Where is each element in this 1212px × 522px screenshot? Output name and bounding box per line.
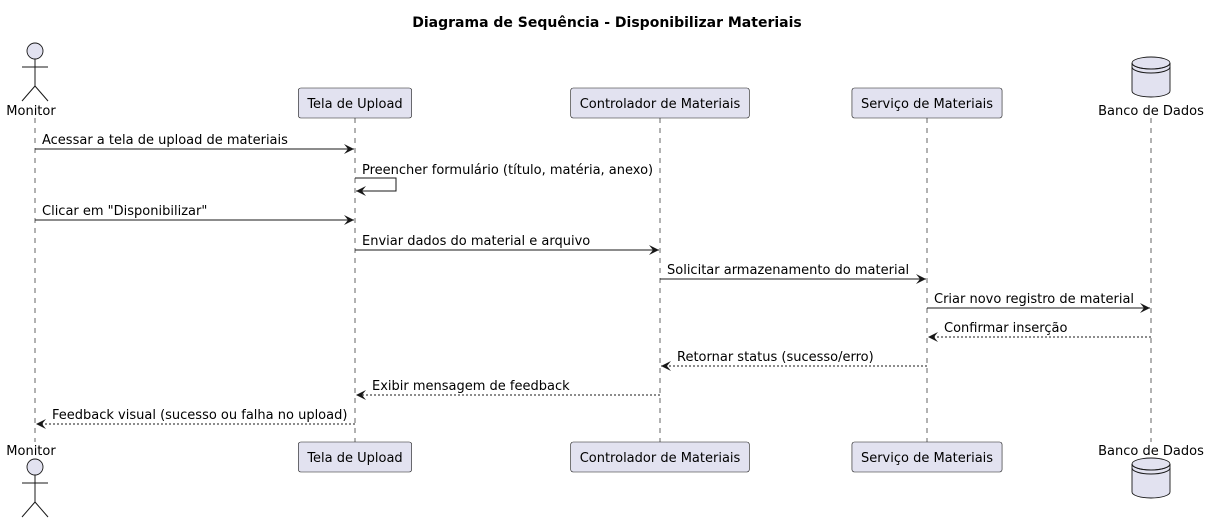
database-icon [1131,457,1171,499]
message-label: Feedback visual (sucesso ou falha no upl… [52,408,347,423]
participant-tela-top: Tela de Upload [298,87,412,119]
participant-servico-top: Serviço de Materiais [851,87,1003,119]
participant-monitor-bottom: Monitor [6,444,56,518]
participant-label: Controlador de Materiais [580,451,741,466]
message-3: Clicar em "Disponibilizar" [35,204,354,225]
message-1: Acessar a tela de upload de materiais [35,133,354,154]
participant-servico-bottom: Serviço de Materiais [851,441,1003,473]
database-icon [1131,56,1171,98]
message-label: Confirmar inserção [944,321,1067,336]
participant-label: Monitor [6,104,56,119]
participant-banco-bottom: Banco de Dados [1098,444,1204,499]
participant-label: Serviço de Materiais [861,451,993,466]
participant-label: Banco de Dados [1098,444,1204,459]
message-label: Retornar status (sucesso/erro) [677,350,874,365]
message-label: Criar novo registro de material [934,292,1134,307]
lifelines [34,118,1152,442]
message-label: Preencher formulário (título, matéria, a… [362,163,653,178]
actor-icon [21,458,49,518]
message-5: Solicitar armazenamento do material [660,263,926,284]
participant-label: Serviço de Materiais [861,97,993,112]
message-2: Preencher formulário (título, matéria, a… [355,163,653,196]
message-6: Criar novo registro de material [927,292,1150,313]
message-9: Exibir mensagem de feedback [356,379,660,400]
message-10: Feedback visual (sucesso ou falha no upl… [36,408,355,429]
participant-label: Tela de Upload [306,451,402,466]
message-label: Exibir mensagem de feedback [372,379,570,394]
participant-label: Monitor [6,444,56,459]
diagram-title: Diagrama de Sequência - Disponibilizar M… [412,15,801,31]
message-label: Solicitar armazenamento do material [667,263,909,278]
message-7: Confirmar inserção [928,321,1151,342]
message-label: Acessar a tela de upload de materiais [42,133,288,148]
message-label: Enviar dados do material e arquivo [362,234,590,249]
message-4: Enviar dados do material e arquivo [355,234,659,255]
message-label: Clicar em "Disponibilizar" [42,204,207,219]
participant-tela-bottom: Tela de Upload [298,441,412,473]
participant-banco-top: Banco de Dados [1098,56,1204,119]
participant-controlador-top: Controlador de Materiais [570,87,750,119]
messages: Acessar a tela de upload de materiaisPre… [35,133,1151,429]
participant-label: Banco de Dados [1098,104,1204,119]
participant-label: Controlador de Materiais [580,97,741,112]
message-8: Retornar status (sucesso/erro) [661,350,927,371]
participant-monitor-top: Monitor [6,42,56,119]
actor-icon [21,42,49,102]
participant-controlador-bottom: Controlador de Materiais [570,441,750,473]
self-message-arrow [355,177,397,196]
participant-label: Tela de Upload [306,97,402,112]
